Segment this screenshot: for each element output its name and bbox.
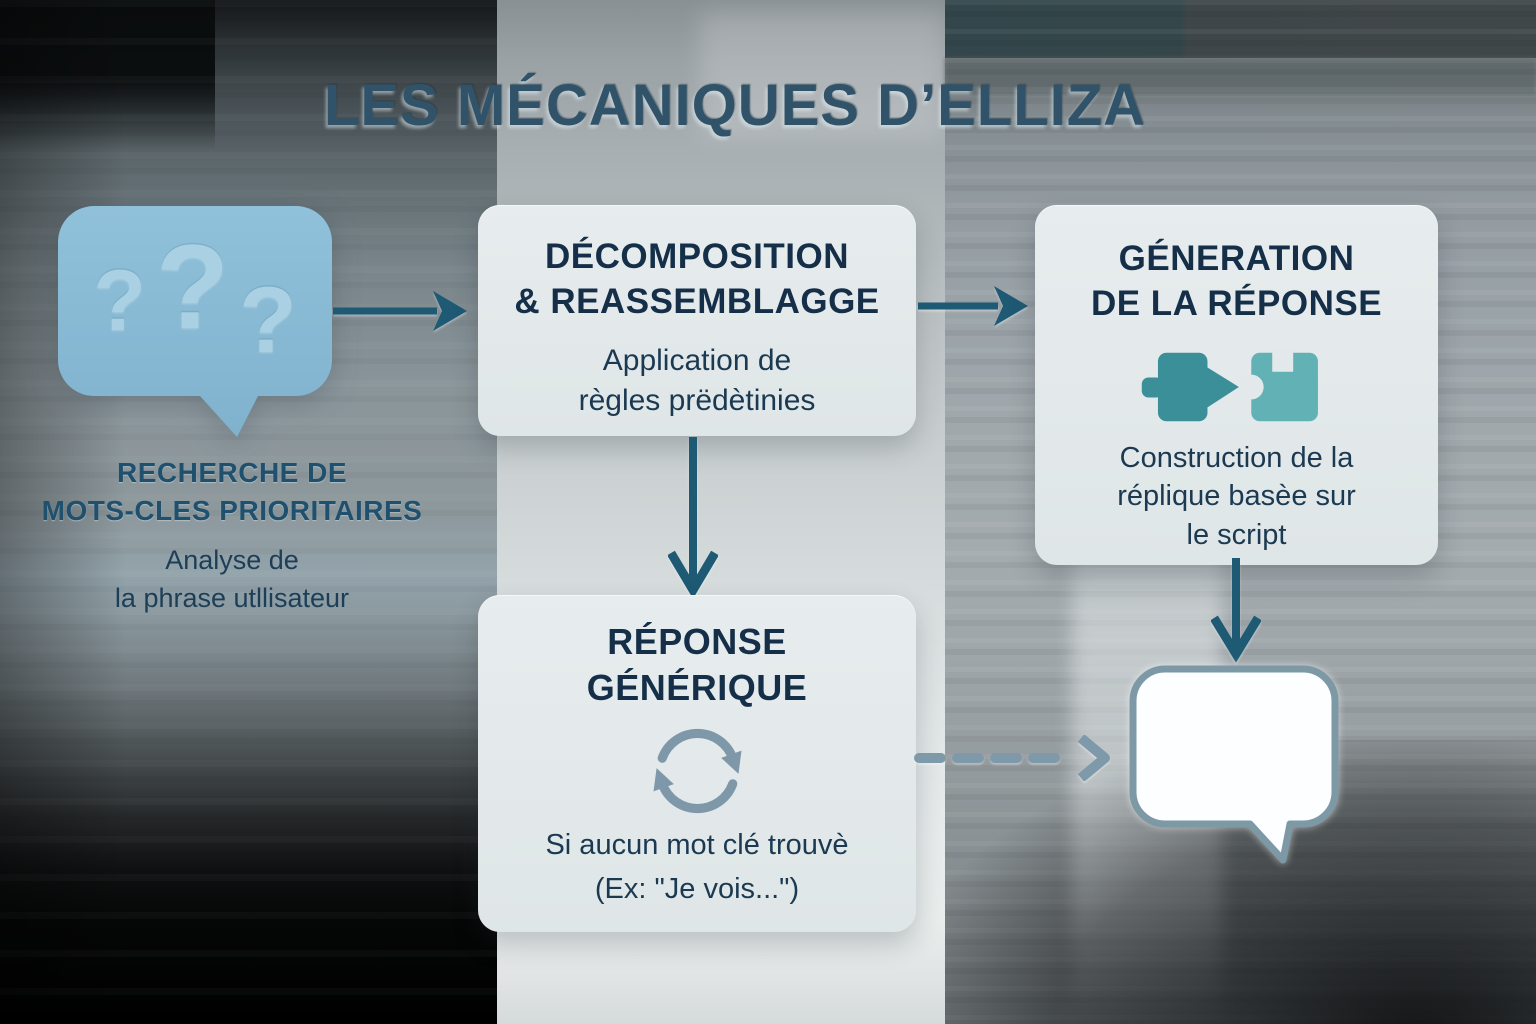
speech-bubble-outline-icon <box>1129 665 1339 864</box>
question-mark: ? <box>93 253 146 349</box>
solid-arrow-right-icon <box>333 291 467 331</box>
node-generic-response: RÉPONSE GÉNÉRIQUE Si aucun mot clé trouv… <box>478 595 916 932</box>
puzzle-pieces-icon <box>1141 348 1318 421</box>
page-title: LES MÉCANIQUES D’ELLIZA <box>323 73 1147 138</box>
keyword-search-subtext: Analyse de la phrase utllisateur <box>114 545 350 614</box>
generation-subtext: Construction de la réplique basèe sur le… <box>1117 441 1356 552</box>
solid-arrow-down-icon <box>1211 558 1261 663</box>
generic-response-subtext: Si aucun mot clé trouvè (Ex: "Je vois...… <box>545 829 849 906</box>
solid-arrow-down-icon <box>668 437 718 599</box>
speech-bubble-question-icon <box>58 206 332 437</box>
node-decomposition: DÉCOMPOSITION & REASSEMBLAGGE Applicatio… <box>478 205 916 436</box>
node-generation: GÉNERATION DE LA RÉPONSE Construction de… <box>1035 205 1438 565</box>
keyword-search-heading: RECHERCHE DE MOTS-CLES PRIORITAIRES <box>41 457 423 526</box>
question-mark: ? <box>155 220 230 354</box>
question-mark: ? <box>239 267 297 372</box>
decomposition-heading: DÉCOMPOSITION & REASSEMBLAGGE <box>514 237 880 321</box>
node-keyword-search: RECHERCHE DE MOTS-CLES PRIORITAIRES Anal… <box>7 454 457 618</box>
solid-arrow-right-icon <box>918 286 1028 326</box>
background-topright-band <box>945 0 1536 58</box>
dashed-arrow-right-icon <box>914 735 1110 781</box>
generic-response-heading: RÉPONSE GÉNÉRIQUE <box>586 621 808 709</box>
decomposition-subtext: Application de règles prëdètinies <box>578 343 816 417</box>
refresh-arrows-icon <box>653 729 741 814</box>
generation-heading: GÉNERATION DE LA RÉPONSE <box>1090 239 1383 323</box>
question-marks: ? ? ? <box>58 214 332 386</box>
